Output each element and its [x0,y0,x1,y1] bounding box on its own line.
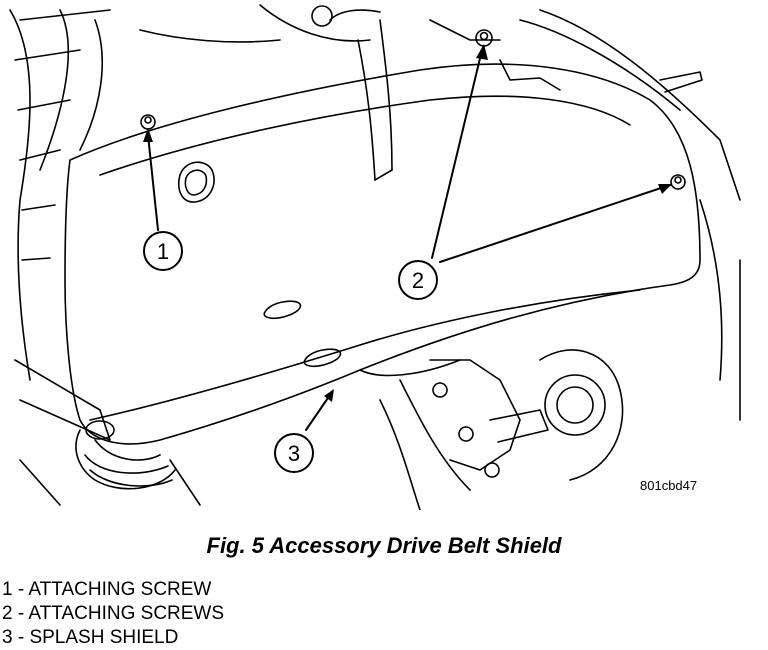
attaching-screw-2b [670,174,686,190]
callout-3: 3 [274,433,314,473]
engine-background-lines [9,4,741,421]
attaching-screw-2a [475,29,493,47]
figure-code: 801cbd47 [640,478,698,493]
figure-caption: Fig. 5 Accessory Drive Belt Shield [206,533,562,558]
leader-lines [147,49,671,431]
callout-3-number: 3 [288,441,300,466]
callout-2: 2 [398,260,438,300]
legend-item: 2 - ATTACHING SCREWS [2,603,225,624]
splash-shield [64,63,701,445]
arrowheads [143,44,672,402]
technical-illustration: 1 2 3 [9,4,741,510]
legend-item: 1 - ATTACHING SCREW [2,579,212,600]
suspension-components [379,349,624,510]
drive-shaft [14,359,201,506]
legend-list: 1 - ATTACHING SCREW 2 - ATTACHING SCREWS… [2,578,224,650]
callout-1-number: 1 [157,239,169,264]
callout-1: 1 [143,231,183,271]
attaching-screw-1 [140,114,156,130]
legend-item: 3 - SPLASH SHIELD [2,627,179,648]
callout-2-number: 2 [412,268,424,293]
lower-bolts [432,382,500,478]
